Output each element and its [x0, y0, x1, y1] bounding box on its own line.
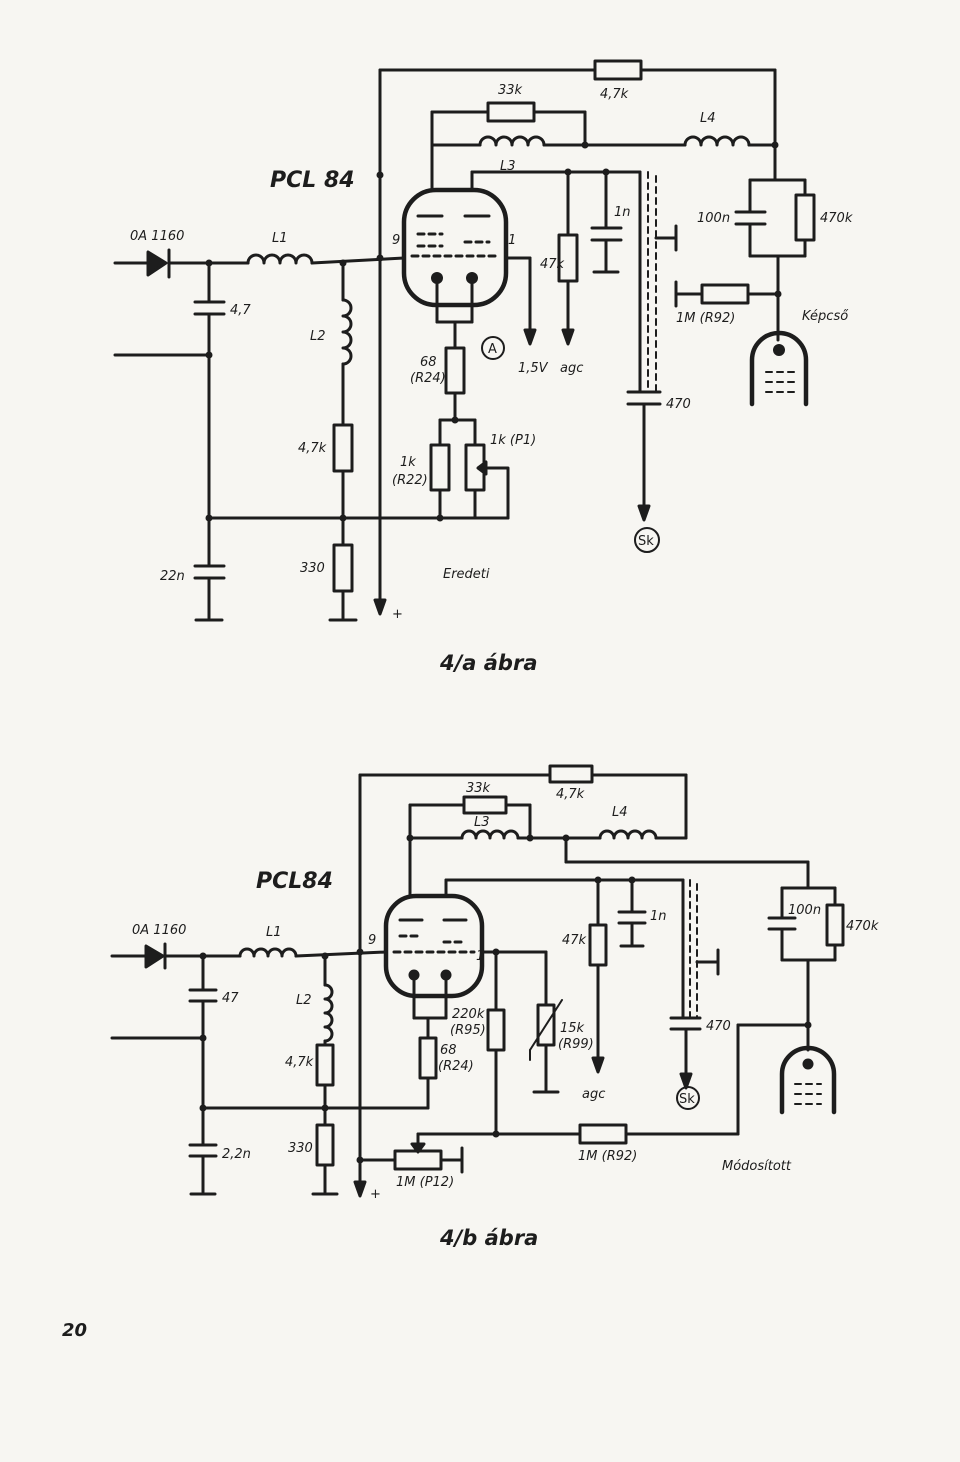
r470k-label-b: 470k [846, 919, 879, 934]
r-33k-b [462, 795, 508, 815]
l2-coil-b [323, 983, 334, 1043]
l1-coil-b [238, 947, 298, 958]
l4-coil-b [598, 829, 658, 840]
r220k-ref-b: (R95) [450, 1023, 486, 1038]
r-4-7k-b [548, 764, 594, 784]
r33k-label-b: 33k [466, 781, 491, 796]
r-47k-b [588, 923, 608, 967]
r47k-label-b: 47k [562, 933, 587, 948]
tube-label-b: PCL84 [256, 869, 333, 894]
eredeti-label-a: Eredeti [443, 567, 490, 582]
pin9-label-a: 9 [392, 233, 400, 248]
c22n-label-b: 2,2n [222, 1147, 251, 1162]
l2-label-b: L2 [296, 993, 312, 1008]
sk-label-b: Sk [679, 1092, 695, 1107]
r-470k-a [794, 193, 816, 242]
plus-label-b: + [370, 1187, 381, 1202]
c1n-label-a: 1n [614, 205, 631, 220]
r-330-b [315, 1123, 335, 1167]
rl2-label-a: 4,7k [298, 441, 327, 456]
r68-ref-a: (R24) [410, 371, 446, 386]
kepcso-label-a: Képcső [802, 309, 849, 324]
r33k-label-a: 33k [498, 83, 523, 98]
l2-label-a: L2 [310, 329, 326, 344]
c1n-label-b: 1n [650, 909, 667, 924]
r470k-label-a: 470k [820, 211, 853, 226]
l1-coil-a [246, 253, 314, 265]
r1k-ref-a: (R22) [392, 473, 428, 488]
l3-label-a: L3 [500, 159, 516, 174]
c100n-label-a: 100n [697, 211, 730, 226]
r-68-a [444, 346, 466, 395]
r-1m-a [700, 283, 750, 305]
r1k-label-a: 1k [400, 455, 416, 470]
l3-label-b: L3 [474, 815, 490, 830]
pot-1m-b [393, 1149, 443, 1171]
r68-label-a: 68 [420, 355, 437, 370]
r1m-label-b: 1M (R92) [578, 1149, 637, 1164]
tube-b [383, 893, 485, 1020]
c22n-label-a: 22n [160, 569, 185, 584]
r330-label-a: 330 [300, 561, 325, 576]
r68-label-b: 68 [440, 1043, 457, 1058]
r330-label-b: 330 [288, 1141, 313, 1156]
pin1-label-b: 1 [476, 949, 484, 964]
r47k-label-a: 47k [540, 257, 565, 272]
pin9-label-b: 9 [368, 933, 376, 948]
picture-tube-a [749, 330, 809, 407]
r-1k-a [429, 443, 451, 492]
rl2-label-b: 4,7k [285, 1055, 314, 1070]
c470-label-a: 470 [666, 397, 691, 412]
l2-coil-a [341, 298, 353, 366]
pin1-label-a: 1 [508, 233, 516, 248]
r-1m-b [578, 1123, 628, 1145]
agc-label-a: agc [560, 361, 583, 376]
agc-label-b: agc [582, 1087, 605, 1102]
r68-ref-b: (R24) [438, 1059, 474, 1074]
l3-coil-a [478, 135, 546, 147]
r-68-b [418, 1036, 438, 1080]
v15-label-a: 1,5V [518, 361, 549, 376]
figure-b-circuit: PCL84 9 1 0A 1160 L1 47 L2 4,7k [110, 764, 879, 1250]
sk-label-a: Sk [638, 534, 654, 549]
c470-label-b: 470 [706, 1019, 731, 1034]
l4-label-b: L4 [612, 805, 628, 820]
pot1k-label-a: 1k (P1) [490, 433, 536, 448]
r220k-label-b: 220k [452, 1007, 485, 1022]
l4-coil-a [683, 135, 751, 147]
r-4-7k-a [593, 59, 643, 81]
l1-label-a: L1 [272, 231, 288, 246]
r-33k-a [486, 101, 536, 123]
diode-label-a: 0A 1160 [130, 229, 184, 244]
r-l2-a [332, 423, 354, 473]
r-l2-b [315, 1043, 335, 1087]
caption-a: 4/a ábra [439, 651, 538, 675]
cin-label-b: 47 [222, 991, 239, 1006]
plus-label-a: + [392, 607, 403, 622]
r4-7k-label-b: 4,7k [556, 787, 585, 802]
c100n-label-b: 100n [788, 903, 821, 918]
r4-7k-label-a: 4,7k [600, 87, 629, 102]
l4-label-a: L4 [700, 111, 716, 126]
r-330-a [332, 543, 354, 593]
diode-label-b: 0A 1160 [132, 923, 186, 938]
r-470k-b [825, 903, 845, 947]
modositott-label-b: Módosított [722, 1159, 792, 1174]
r15k-ref-b: (R99) [558, 1037, 594, 1052]
page-number: 20 [62, 1320, 87, 1341]
tube-label-a: PCL 84 [270, 168, 355, 193]
marker-a: A [488, 342, 497, 357]
cin-label-a: 4,7 [230, 303, 251, 318]
tube-a [401, 187, 509, 324]
picture-tube-b [779, 1045, 837, 1115]
l3-coil-b [460, 829, 520, 840]
caption-b: 4/b ábra [439, 1226, 538, 1250]
r1m-label-a: 1M (R92) [676, 311, 735, 326]
figure-a-circuit: PCL 84 9 1 0A 1160 L1 4,7 L2 4,7k [113, 59, 853, 675]
r-220k-b [486, 1008, 506, 1052]
l1-label-b: L1 [266, 925, 282, 940]
pot1m-label-b: 1M (P12) [396, 1175, 454, 1190]
r15k-label-b: 15k [560, 1021, 585, 1036]
